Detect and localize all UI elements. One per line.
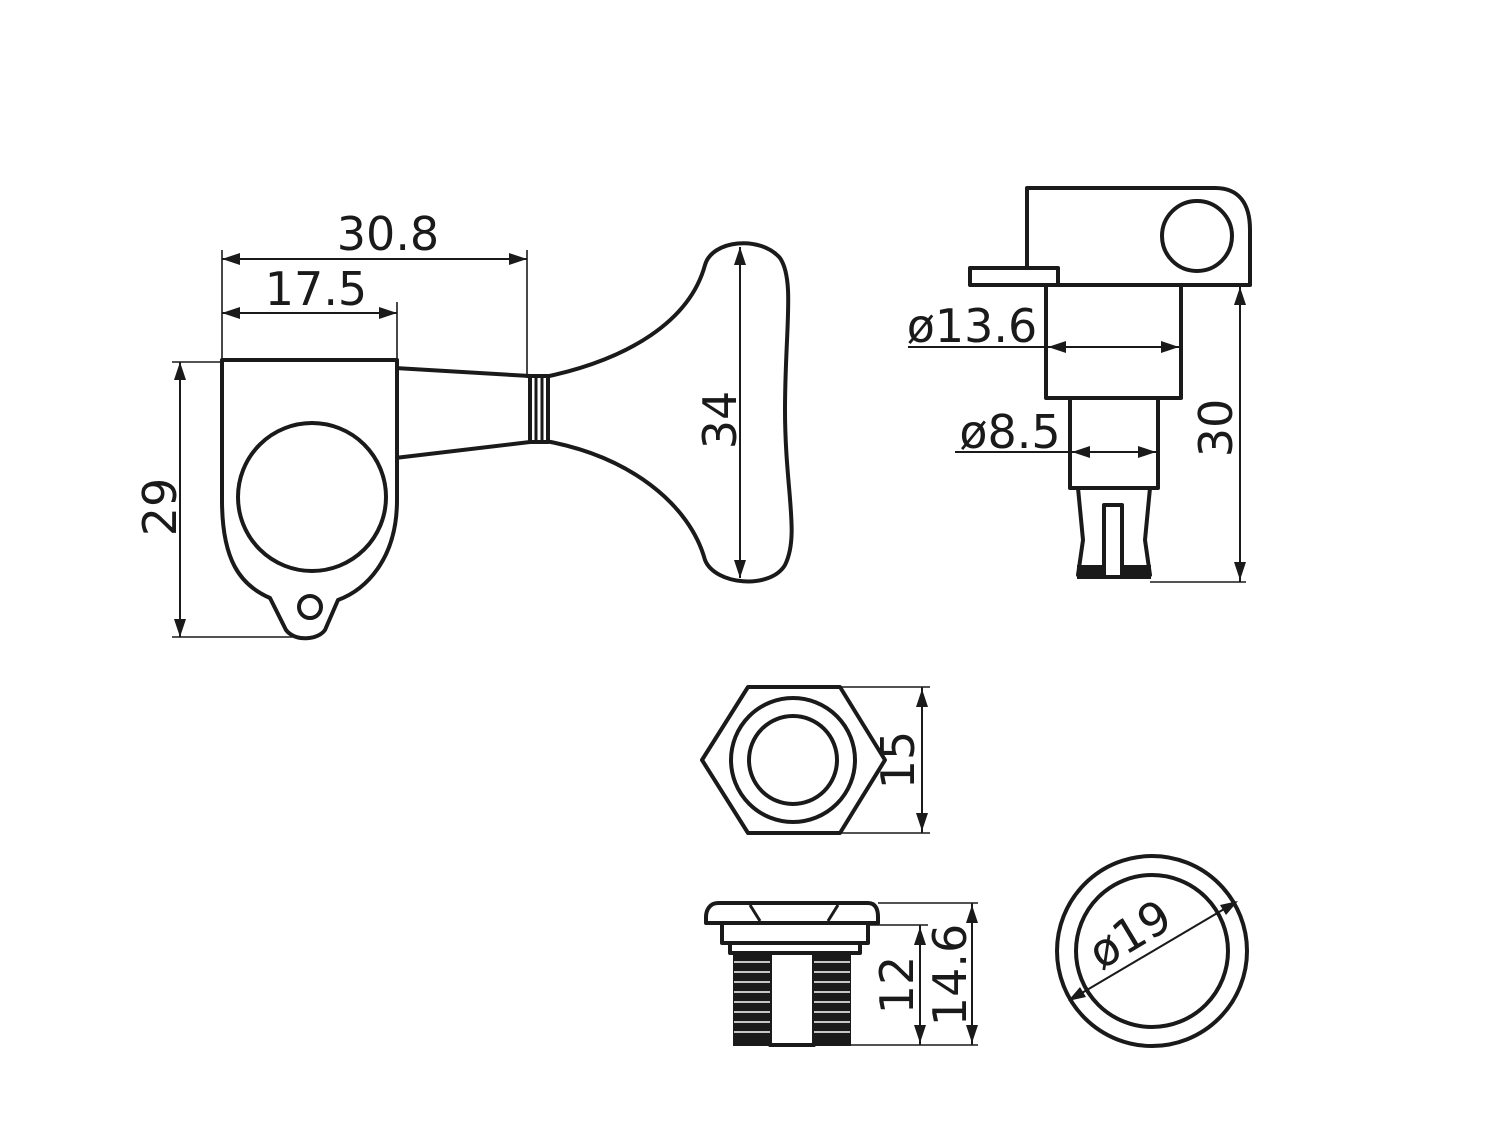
arrow-8-5-left [1072,446,1090,458]
bushing-thread-lines [734,961,850,1033]
dim-label-30: 30 [1189,399,1243,458]
side-bushing [1044,283,1183,400]
arrow-29-top [174,362,186,380]
dim-label-30-8: 30.8 [337,207,439,261]
front-view-tuning-peg [220,241,794,641]
bushing-dimensions: 12 14.6 [850,902,978,1046]
bushing-thread-right [813,952,851,1046]
side-shaft-hole [1160,199,1234,273]
arrow-30-8-left [222,253,240,265]
arrow-30-bottom [1234,562,1246,580]
front-view-dimensions: 30.8 17.5 29 34 [133,207,747,638]
dim-label-13-6: ø13.6 [907,299,1038,353]
arrow-30-top [1234,287,1246,305]
arrow-12-top [914,927,926,945]
bushing-flange [720,921,870,945]
side-string-post [1068,396,1160,490]
hex-nut-bore [747,714,839,806]
arrow-29-bottom [174,619,186,637]
hex-nut-dimensions: 15 [840,686,930,834]
side-mounting-tab [968,266,1060,287]
dim-label-14-6: 14.6 [923,924,977,1026]
dim-label-17-5: 17.5 [265,262,367,316]
hex-nut-view [700,685,887,835]
bushing-hex-facet-1 [748,904,762,922]
dim-label-29: 29 [133,478,187,537]
bushing-hex-facet-2 [826,904,840,922]
dim-label-12: 12 [870,956,924,1015]
arrow-14-6-top [966,905,978,923]
dim-line-19 [1069,901,1237,1001]
arrow-14-6-bottom [966,1025,978,1043]
arrow-15-bottom [916,813,928,831]
arrow-13-6-right [1161,341,1179,353]
arrow-34-top [734,247,746,265]
tuning-key-button [538,241,794,584]
arrow-19-lower [1068,987,1086,1001]
mounting-screw-hole [297,594,323,620]
bushing-side-view [704,901,880,1047]
arrow-15-top [916,689,928,707]
arrow-12-bottom [914,1025,926,1043]
dim-label-8-5: ø8.5 [959,405,1060,459]
arrow-34-bottom [734,560,746,578]
arrow-17-5-right [379,307,397,319]
arrow-17-5-left [222,307,240,319]
bushing-thread-left [733,952,771,1046]
side-post-slot [1102,503,1124,579]
arrow-8-5-right [1138,446,1156,458]
arrow-13-6-left [1048,341,1066,353]
arrow-19-upper [1220,901,1238,915]
bushing-hex-head [704,901,880,925]
shaft-collar [528,374,550,444]
side-view-dimensions: ø13.6 ø8.5 30 [907,285,1246,583]
tuning-shaft [393,366,532,460]
side-view-tuning-peg [968,186,1252,579]
side-post-tip-shading [1077,565,1151,579]
bushing-slot [768,951,816,1047]
arrow-30-8-right [509,253,527,265]
string-post-circle [236,421,388,573]
dim-label-34: 34 [693,391,747,450]
dim-label-15: 15 [871,731,925,790]
